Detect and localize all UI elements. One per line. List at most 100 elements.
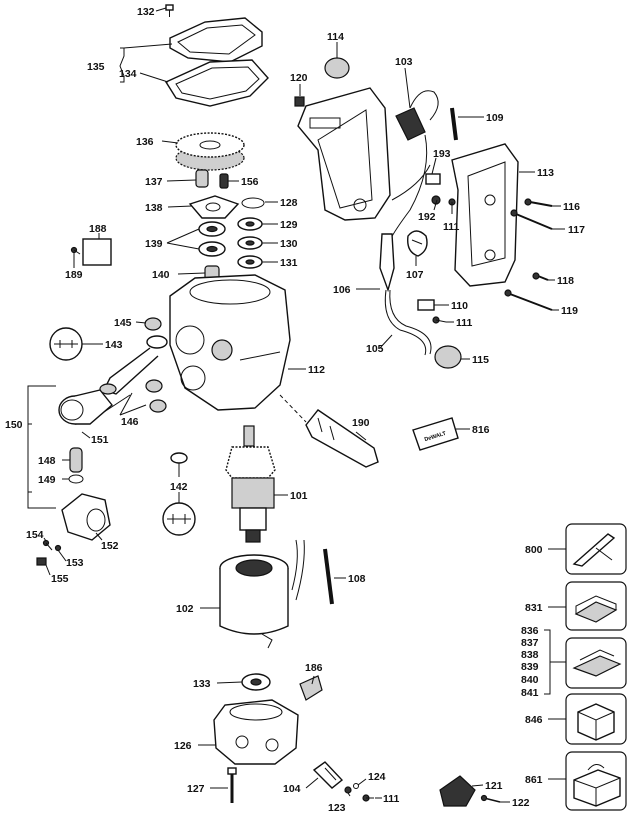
label-113: 113: [537, 167, 554, 179]
label-143: 143: [105, 339, 123, 351]
label-838: 838: [521, 649, 539, 661]
label-189: 189: [65, 269, 83, 281]
label-127: 127: [187, 783, 205, 795]
accessory-box-800: [565, 523, 627, 575]
label-186: 186: [305, 662, 323, 674]
label-841: 841: [521, 687, 539, 699]
label-192: 192: [418, 211, 436, 223]
label-148: 148: [38, 455, 56, 467]
accessory-box-861: [565, 751, 627, 811]
part-111b-screw: [432, 316, 447, 324]
part-114-grommet: [324, 57, 350, 79]
part-131-bearing: [237, 255, 263, 269]
label-140: 140: [152, 269, 170, 281]
handle-guide-line: [279, 394, 307, 423]
part-186-brush-holder: [299, 675, 323, 701]
label-137: 137: [145, 176, 163, 188]
label-840: 840: [521, 674, 539, 686]
label-129: 129: [280, 219, 298, 231]
part-124-clip: [353, 783, 359, 789]
part-143-detail: [49, 327, 83, 361]
part-123-spring: [344, 786, 352, 794]
label-839: 839: [521, 661, 539, 673]
accessory-box-846: [565, 693, 627, 745]
part-130-bearing: [237, 236, 263, 250]
part-labels: 132 135 134 114 120 103 109 136 193 113 …: [5, 6, 585, 814]
label-142: 142: [170, 481, 188, 493]
part-151-piston: [58, 389, 113, 425]
part-105-power-cord: [384, 289, 432, 356]
part-111c-screw: [362, 794, 374, 802]
part-190-side-handle: [305, 409, 379, 468]
label-155: 155: [51, 573, 69, 585]
label-800: 800: [525, 544, 543, 556]
part-129-bearing: [237, 217, 263, 231]
label-816: 816: [472, 424, 490, 436]
part-126-motor-housing: [213, 699, 299, 765]
label-128: 128: [280, 197, 298, 209]
part-148-pin: [69, 447, 83, 473]
label-149: 149: [38, 474, 56, 486]
part-146-connecting-rod: [99, 335, 168, 413]
part-handle-left-half: [297, 87, 391, 221]
label-153: 153: [66, 557, 84, 569]
label-131: 131: [280, 257, 298, 269]
label-104: 104: [283, 783, 301, 795]
part-117-screw: [510, 209, 553, 230]
label-119: 119: [561, 305, 578, 317]
label-134: 134: [119, 68, 137, 80]
label-117: 117: [568, 224, 585, 236]
label-831: 831: [525, 602, 543, 614]
label-107: 107: [406, 269, 424, 281]
label-837: 837: [521, 637, 539, 649]
label-132: 132: [137, 6, 155, 18]
label-154: 154: [26, 529, 44, 541]
label-135: 135: [87, 61, 105, 73]
label-152: 152: [101, 540, 119, 552]
part-156-screw: [219, 173, 229, 189]
part-119-screw: [504, 289, 553, 311]
part-138-bearing-plate: [188, 195, 240, 219]
label-121: 121: [485, 780, 503, 792]
part-113-handle-right-half: [451, 143, 519, 287]
part-109-pin: [450, 107, 458, 141]
part-106-cord-protector: [379, 233, 395, 293]
label-190: 190: [352, 417, 370, 429]
part-128-retaining-ring: [241, 197, 265, 209]
label-139: 139: [145, 238, 163, 250]
label-101: 101: [290, 490, 308, 502]
label-103: 103: [395, 56, 413, 68]
label-108: 108: [348, 573, 366, 585]
part-116-screw: [524, 198, 553, 207]
label-136: 136: [136, 136, 154, 148]
label-151: 151: [91, 434, 109, 446]
label-105: 105: [366, 343, 384, 355]
part-118-screw: [532, 272, 549, 281]
part-132-screw: [165, 4, 174, 17]
part-137-pinion: [195, 169, 209, 188]
part-111a-screw: [448, 198, 456, 214]
part-152-flange: [61, 493, 111, 541]
part-134-gasket: [164, 59, 269, 107]
part-101-armature: [225, 425, 276, 543]
part-135-gear-cover: [169, 17, 263, 63]
part-193-terminal: [425, 173, 441, 185]
wire-b: [391, 164, 431, 201]
part-816-badge: DeWALT: [412, 417, 459, 451]
leader-lines: [27, 7, 566, 803]
label-126: 126: [174, 740, 192, 752]
label-109: 109: [486, 112, 504, 124]
part-155-screw: [36, 557, 47, 566]
part-104-brush: [312, 761, 344, 789]
label-133: 133: [193, 678, 211, 690]
part-103-switch: [395, 90, 439, 141]
label-836: 836: [521, 625, 539, 637]
label-130: 130: [280, 238, 298, 250]
label-106: 106: [333, 284, 351, 296]
wire-a: [389, 134, 428, 241]
part-110-strain-relief: [417, 299, 435, 311]
label-116: 116: [563, 201, 580, 213]
part-120-nut: [294, 96, 305, 107]
